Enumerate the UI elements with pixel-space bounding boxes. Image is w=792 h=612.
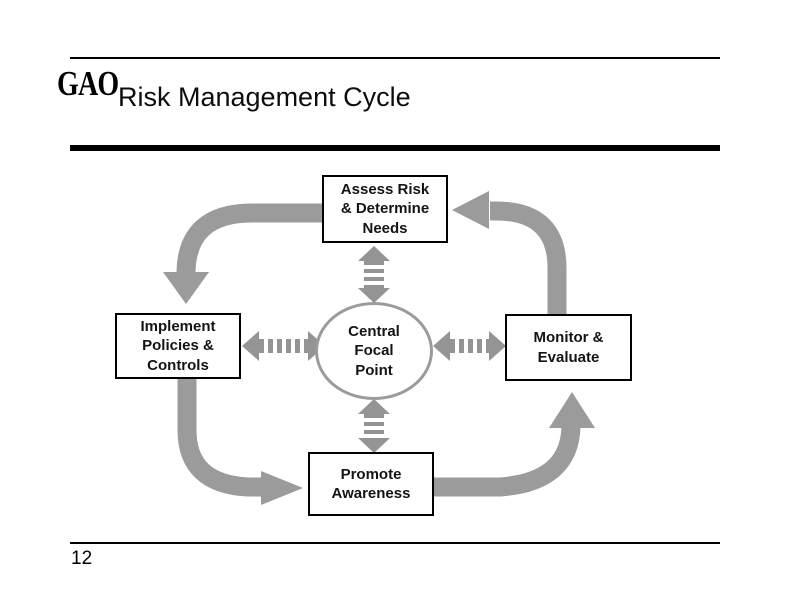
- node-label: Central Focal Point: [348, 322, 400, 379]
- gao-logo: GAO: [57, 64, 119, 103]
- node-label: Assess Risk & Determine Needs: [340, 180, 430, 237]
- header-top-rule: [70, 57, 720, 59]
- node-monitor-evaluate: Monitor & Evaluate: [505, 314, 632, 381]
- striped-shaft: [364, 414, 384, 438]
- striped-shaft: [259, 339, 308, 353]
- node-implement-policies: Implement Policies & Controls: [115, 313, 241, 379]
- arrow-promote-to-monitor: [434, 425, 581, 497]
- arrow-monitor-to-assess: [490, 201, 567, 315]
- arrowhead-down-icon: [163, 272, 209, 304]
- node-label: Monitor & Evaluate: [533, 329, 604, 366]
- striped-shaft: [364, 261, 384, 288]
- connector-hub-assess: [358, 246, 390, 303]
- connector-hub-monitor: [433, 331, 506, 361]
- arrowhead-up-icon: [549, 392, 595, 428]
- arrowhead-up-icon: [358, 246, 390, 261]
- page-number: 12: [71, 548, 93, 569]
- node-promote-awareness: Promote Awareness: [308, 452, 434, 516]
- node-central-focal-point: Central Focal Point: [315, 302, 433, 400]
- arrowhead-left-icon: [433, 331, 450, 361]
- node-label: Implement Policies & Controls: [140, 317, 216, 374]
- connector-hub-promote: [358, 399, 390, 453]
- arrowhead-left-icon: [452, 191, 489, 229]
- arrowhead-left-icon: [242, 331, 259, 361]
- header-thick-rule: [70, 145, 720, 151]
- page-title: Risk Management Cycle: [118, 82, 411, 112]
- footer-rule: [70, 542, 720, 544]
- connector-hub-implement: [242, 331, 325, 361]
- node-assess-risk: Assess Risk & Determine Needs: [322, 175, 448, 243]
- arrowhead-down-icon: [358, 288, 390, 303]
- arrow-assess-to-implement: [176, 203, 324, 275]
- arrowhead-down-icon: [358, 438, 390, 453]
- node-label: Promote Awareness: [331, 465, 411, 503]
- arrow-implement-to-promote: [177, 378, 262, 497]
- arrowhead-right-icon: [261, 471, 303, 505]
- arrowhead-right-icon: [489, 331, 506, 361]
- striped-shaft: [450, 339, 489, 353]
- arrowhead-up-icon: [358, 399, 390, 414]
